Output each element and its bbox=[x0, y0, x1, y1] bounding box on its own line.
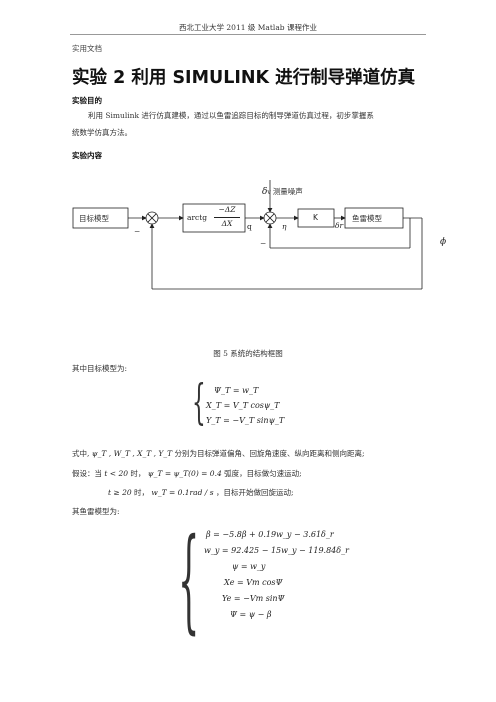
assume-cond2: t ≥ 20 bbox=[108, 488, 132, 497]
purpose-text-line2: 统数学仿真方法。 bbox=[72, 128, 132, 137]
doc-type-label: 实用文档 bbox=[72, 44, 102, 53]
page-title: 实验 2 利用 SIMULINK 进行制导弹道仿真 bbox=[72, 68, 416, 88]
purpose-heading: 实验目的 bbox=[72, 96, 102, 105]
k-label: K bbox=[313, 213, 318, 222]
phi-label: ϕ bbox=[440, 237, 447, 247]
formula-vars: ψ_T , W_T , X_T , Y_T bbox=[91, 449, 173, 458]
arctg-numerator: −ΔZ bbox=[218, 205, 236, 214]
assume-mid1: 时， bbox=[130, 469, 146, 478]
assume-expr2: w_T = 0.1rad / s bbox=[151, 488, 214, 497]
torpedo-model-label: 鱼雷模型 bbox=[352, 214, 382, 223]
target-model-intro: 其中目标模型为: bbox=[72, 364, 128, 373]
page-header: 西北工业大学 2011 级 Matlab 课程作业 bbox=[179, 23, 317, 32]
arctg-label: arctg bbox=[187, 213, 208, 222]
content-heading: 实验内容 bbox=[72, 151, 102, 160]
formula-prefix: 式中, bbox=[72, 449, 90, 458]
fraction-bar bbox=[214, 217, 240, 218]
assumption-line-1: 假设：当 t < 20 时， ψ_T = ψ_T(0) = 0.4 弧度，目标做… bbox=[72, 468, 302, 479]
torpedo-eq-5: Ye = −Vm sinΨ bbox=[222, 594, 285, 603]
formula-desc-text: 分别为目标弹道偏角、回旋角速度、纵向距离和侧向距离; bbox=[174, 449, 365, 458]
target-eq-3: Y_T = −V_T sinψ_T bbox=[206, 416, 285, 425]
assumption-line-2: t ≥ 20 时， w_T = 0.1rad / s ，目标开始做回旋运动; bbox=[108, 487, 293, 498]
q-label: q bbox=[247, 222, 252, 231]
assume-text1: 弧度，目标做匀速运动; bbox=[224, 469, 302, 478]
torpedo-eq-brace: { bbox=[178, 515, 200, 645]
noise-text: 测量噪声 bbox=[272, 187, 303, 196]
assume-expr1: ψ_T = ψ_T(0) = 0.4 bbox=[147, 469, 222, 478]
assume-text2: ，目标开始做回旋运动; bbox=[215, 488, 294, 497]
assume-mid2: 时， bbox=[134, 488, 150, 497]
eta-label: η bbox=[282, 222, 287, 231]
target-eq-brace: { bbox=[192, 374, 206, 430]
noise-subscript: v bbox=[267, 189, 271, 196]
noise-symbol: δ bbox=[262, 187, 268, 197]
arctg-denominator: ΔX bbox=[221, 219, 233, 228]
figure-caption: 图 5 系统的结构框图 bbox=[213, 349, 283, 358]
torpedo-eq-2: w_y = 92.425 − 15w_y − 119.84δ_r bbox=[204, 546, 349, 555]
header-divider bbox=[70, 34, 426, 35]
assume-cond1: t < 20 bbox=[104, 469, 129, 478]
assume-prefix: 假设：当 bbox=[72, 469, 102, 478]
minus-sign-2: − bbox=[260, 239, 267, 248]
delta-r-label: δr bbox=[335, 221, 344, 230]
formula-description: 式中, ψ_T , W_T , X_T , Y_T 分别为目标弹道偏角、回旋角速… bbox=[72, 448, 365, 459]
minus-sign-1: − bbox=[134, 227, 141, 236]
torpedo-eq-4: Xe = Vm cosΨ bbox=[224, 578, 283, 587]
purpose-text-line1: 利用 Simulink 进行仿真建模，通过以鱼雷追踪目标的制导弹道仿真过程，初步… bbox=[88, 111, 374, 120]
torpedo-eq-1: β = −5.8β + 0.19w_y − 3.61δ_r bbox=[206, 530, 334, 539]
torpedo-eq-3: ψ = w_y bbox=[232, 562, 266, 571]
target-model-label: 目标模型 bbox=[79, 214, 109, 223]
target-eq-1: Ψ_T = w_T bbox=[214, 386, 259, 395]
torpedo-eq-6: Ψ = ψ − β bbox=[230, 610, 272, 619]
torpedo-model-intro: 其鱼雷模型为: bbox=[72, 507, 120, 516]
target-eq-2: X_T = V_T cosψ_T bbox=[206, 401, 280, 410]
